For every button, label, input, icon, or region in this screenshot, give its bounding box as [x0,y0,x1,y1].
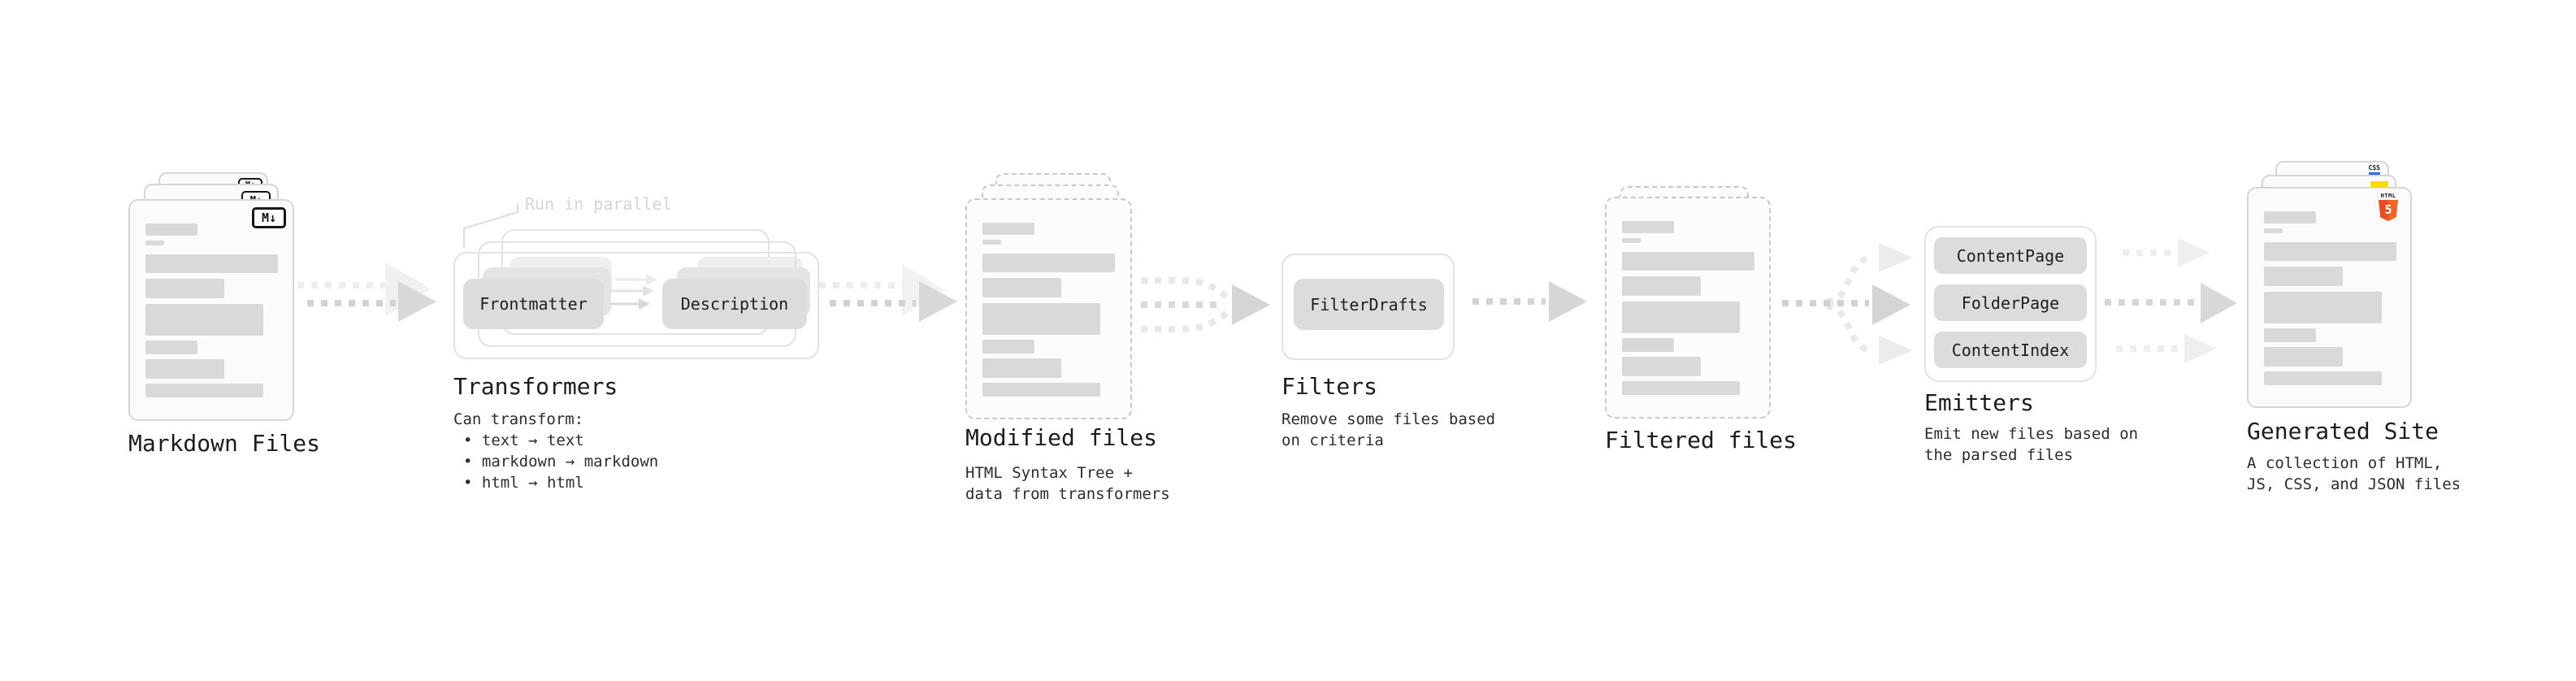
skeleton-line [982,358,1061,378]
skeleton-line [1622,276,1701,296]
skeleton-line [982,278,1061,297]
skeleton-line [982,383,1100,397]
markdown-files-label: Markdown Files [128,430,321,457]
arrow-emitters-to-generated [2105,238,2237,363]
emitters-desc-line: the parsed files [1924,446,2074,464]
transformers-desc-bullet: • markdown → markdown [463,453,659,471]
skeleton-line [2264,292,2382,323]
markdown-icon: M↓ [252,207,286,228]
transformer-card-front [453,252,819,359]
html5-icon-word: HTML [2380,193,2396,199]
generated-site-label: Generated Site [2247,418,2439,445]
skeleton-line [145,304,263,336]
skeleton-line [2264,328,2316,342]
arrow-transformers-to-modified [819,264,957,322]
filters-label: Filters [1281,373,1378,400]
skeleton-line [982,223,1034,235]
skeleton-line [145,241,164,245]
arrow-frontmatter-to-description [608,274,657,310]
filters-desc-line: Remove some files based [1281,410,1496,428]
filters-card [1281,254,1455,360]
skeleton-line [145,254,278,273]
document-skeleton [2264,211,2396,385]
filters-description: Remove some files based on criteria [1281,409,1495,451]
skeleton-line [1622,381,1740,395]
emitters-label: Emitters [1924,389,2034,416]
transformers-desc-line: Can transform: [453,410,584,428]
skeleton-line [2264,242,2396,261]
markdown-document-front: M↓ [128,199,294,421]
skeleton-line [2264,211,2316,223]
contentpage-box: ContentPage [1934,237,2087,274]
arrow-modified-to-filters [1141,277,1270,332]
skeleton-line [1622,252,1754,271]
description-box: Description [662,279,807,329]
skeleton-line [2264,347,2343,367]
generated-site-description: A collection of HTML, JS, CSS, and JSON … [2247,453,2461,495]
skeleton-line [2264,371,2382,385]
skeleton-line [2264,267,2343,286]
frontmatter-box: Frontmatter [463,279,604,329]
css-icon: CSS [2368,165,2380,175]
arrow-filtered-to-emitters [1782,243,1913,365]
modified-desc-line: HTML Syntax Tree + [965,464,1133,482]
skeleton-line [1622,357,1701,376]
arrow-filters-to-filtered [1472,281,1587,322]
skeleton-line [1622,238,1641,243]
skeleton-line [1622,301,1740,333]
transformers-desc-bullet: • html → html [463,474,584,492]
generated-desc-line: A collection of HTML, [2247,454,2443,472]
contentindex-box: ContentIndex [1934,332,2087,368]
skeleton-line [145,340,197,354]
folderpage-box: FolderPage [1934,284,2087,321]
filters-desc-line: on criteria [1281,432,1384,449]
modified-document-front [965,198,1132,419]
generated-desc-line: JS, CSS, and JSON files [2247,475,2461,493]
skeleton-line [982,240,1001,245]
emitters-desc-line: Emit new files based on [1924,425,2139,443]
skeleton-line [145,384,263,397]
arrow-markdown-to-transformers [297,262,436,322]
run-in-parallel-leader-line [463,203,518,247]
transformers-label: Transformers [453,373,618,400]
modified-files-description: HTML Syntax Tree + data from transformer… [965,462,1170,505]
generated-document-front: HTML 5 [2247,187,2412,408]
transformers-desc-bullet: • text → text [463,432,584,449]
skeleton-line [982,340,1034,354]
html5-icon-shield: 5 [2379,200,2398,221]
emitters-card [1924,226,2097,382]
filtered-document-front [1605,197,1771,419]
skeleton-line [1622,338,1674,352]
document-skeleton [982,223,1115,397]
html5-icon: HTML 5 [2378,193,2399,221]
modified-files-label: Modified files [965,424,1158,451]
skeleton-line [145,223,197,236]
skeleton-line [1622,221,1674,233]
transformers-description: Can transform: • text → text • markdown … [453,409,658,493]
skeleton-line [982,254,1115,272]
skeleton-line [145,279,224,298]
document-skeleton [145,223,278,397]
emitters-description: Emit new files based on the parsed files [1924,423,2138,466]
document-skeleton [1622,221,1754,395]
run-in-parallel-annotation: Run in parallel [525,194,672,214]
skeleton-line [145,359,224,379]
skeleton-line [2264,228,2283,233]
filterdrafts-box: FilterDrafts [1294,279,1444,330]
skeleton-line [982,303,1100,335]
modified-desc-line: data from transformers [965,485,1170,503]
filtered-files-label: Filtered files [1605,427,1798,453]
